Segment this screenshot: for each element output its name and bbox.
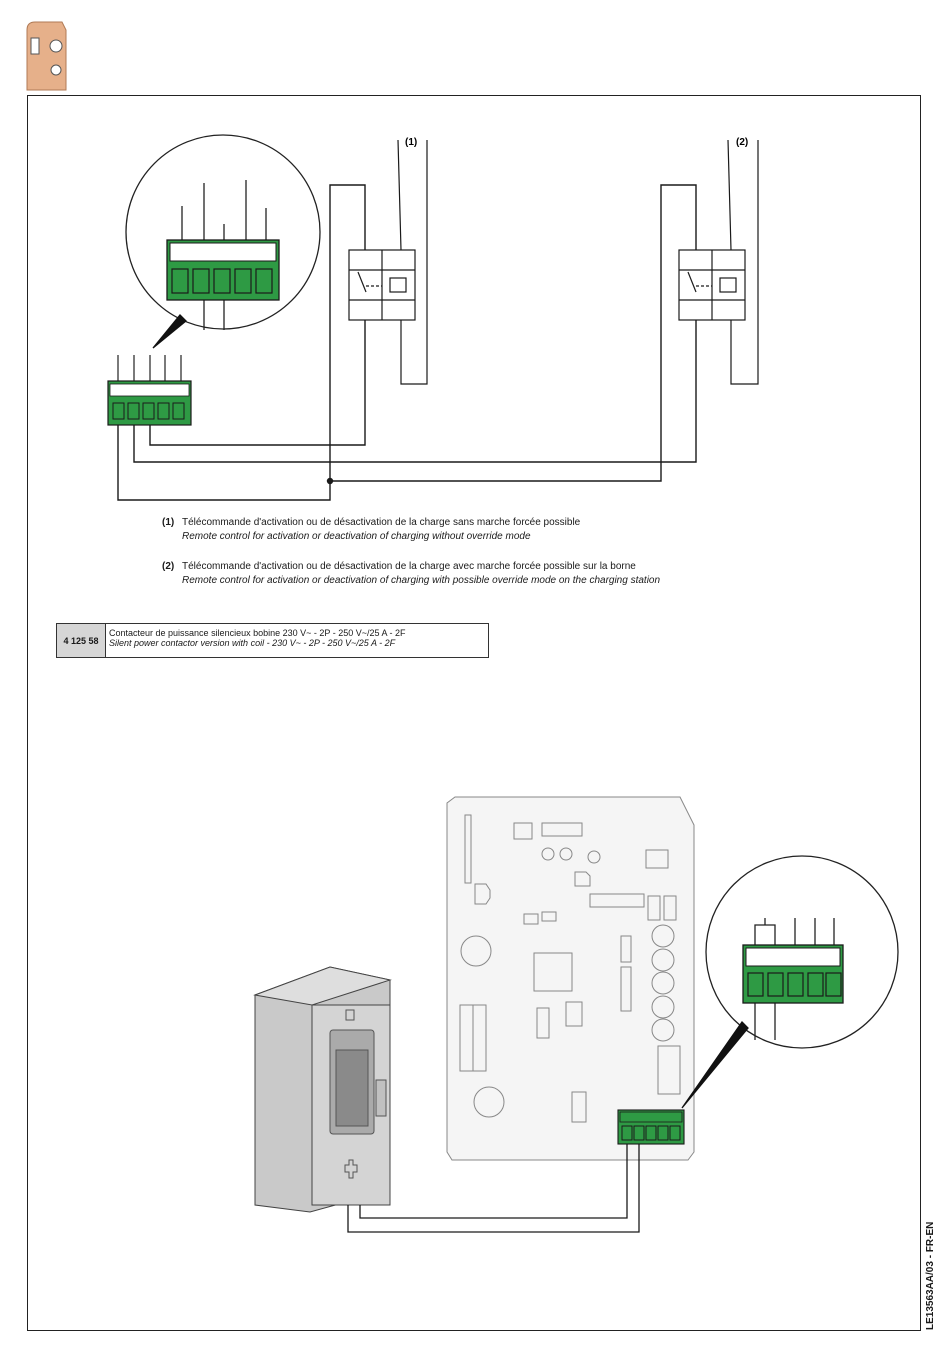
note-1-text-en: Remote control for activation or deactiv… [182,531,531,542]
page-frame [27,95,921,1331]
terminal-block-zoomed-bottom [742,944,844,1004]
reference-table: 4 125 58 Contacteur de puissance silenci… [56,623,489,658]
relay-2-label: (2) [736,137,748,148]
power-contactor-illustration [253,966,392,1213]
product-icon [26,21,67,91]
relay-1-label: (1) [405,137,417,148]
relay-2 [678,139,759,385]
relay-1 [348,139,428,385]
reference-description: Contacteur de puissance silencieux bobin… [106,624,409,657]
note-2-text-en: Remote control for activation or deactiv… [182,575,661,586]
charging-station-board [446,796,695,1161]
note-2-number: (2) [162,561,175,572]
terminal-block-zoomed-top [166,239,280,301]
wiring-bottom [347,1144,640,1233]
note-2-text-fr: Télécommande d'activation ou de désactiv… [182,561,636,572]
note-1-text-fr: Télécommande d'activation ou de désactiv… [182,517,581,528]
reference-text-en: Silent power contactor version with coil… [109,638,396,648]
note-1-number: (1) [162,517,175,528]
reference-text-fr: Contacteur de puissance silencieux bobin… [109,628,406,638]
wiring-top [117,184,697,501]
terminal-block-small [107,355,192,426]
reference-code: 4 125 58 [57,624,106,657]
document-reference: LE13563AA/03 - FR-EN [925,1221,936,1330]
terminal-block-board [617,1109,685,1145]
